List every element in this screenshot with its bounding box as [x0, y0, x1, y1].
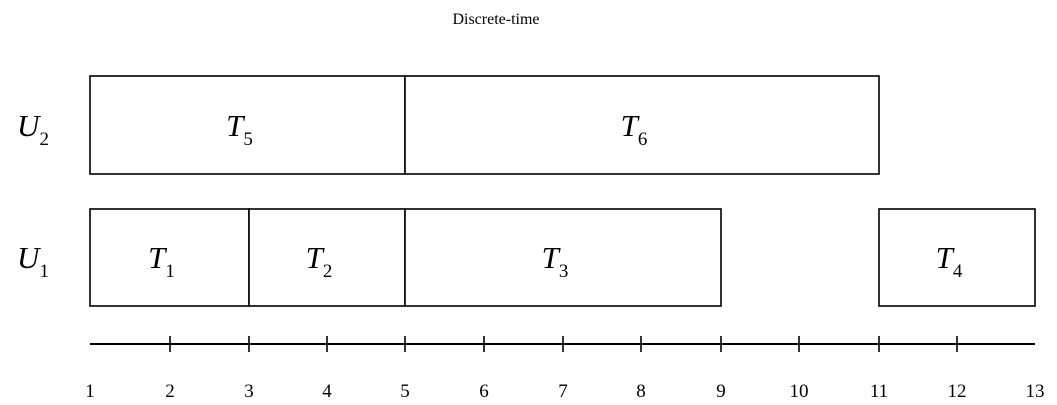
- unit-label-u2: U2: [17, 108, 49, 150]
- axis-tick-label: 8: [636, 381, 646, 402]
- task-label-t6: T6: [621, 108, 648, 150]
- axis-tick-label: 1: [85, 381, 95, 402]
- task-box-t2: [248, 208, 406, 307]
- axis-tick-label: 11: [870, 381, 888, 402]
- task-label-t3: T3: [542, 240, 569, 282]
- task-box-t5: [89, 75, 406, 175]
- unit-label-u1: U1: [17, 240, 49, 282]
- unit-row-u1: U1 T1 T2 T3 T4: [17, 208, 1036, 307]
- axis-tick-label: 2: [165, 381, 175, 402]
- axis-tick-label: 7: [558, 381, 568, 402]
- task-box-t3: [404, 208, 722, 307]
- task-label-t1: T1: [148, 240, 175, 282]
- axis-tick-label: 12: [948, 381, 967, 402]
- diagram-title: Discrete-time: [452, 11, 539, 28]
- axis-tick-label: 5: [400, 381, 410, 402]
- task-label-t5: T5: [226, 108, 253, 150]
- axis-tick-label: 10: [790, 381, 809, 402]
- axis-tick-label: 3: [244, 381, 254, 402]
- task-label-t2: T2: [306, 240, 333, 282]
- axis-tick-label: 9: [716, 381, 726, 402]
- task-label-t4: T4: [936, 240, 963, 282]
- unit-row-u2: U2 T5 T6: [17, 75, 880, 175]
- task-box-t1: [89, 208, 250, 307]
- axis-tick-label: 6: [479, 381, 489, 402]
- task-box-t6: [404, 75, 880, 175]
- task-box-t4: [878, 208, 1036, 307]
- axis-tick-label: 4: [322, 381, 332, 402]
- axis-tick-label: 13: [1026, 381, 1045, 402]
